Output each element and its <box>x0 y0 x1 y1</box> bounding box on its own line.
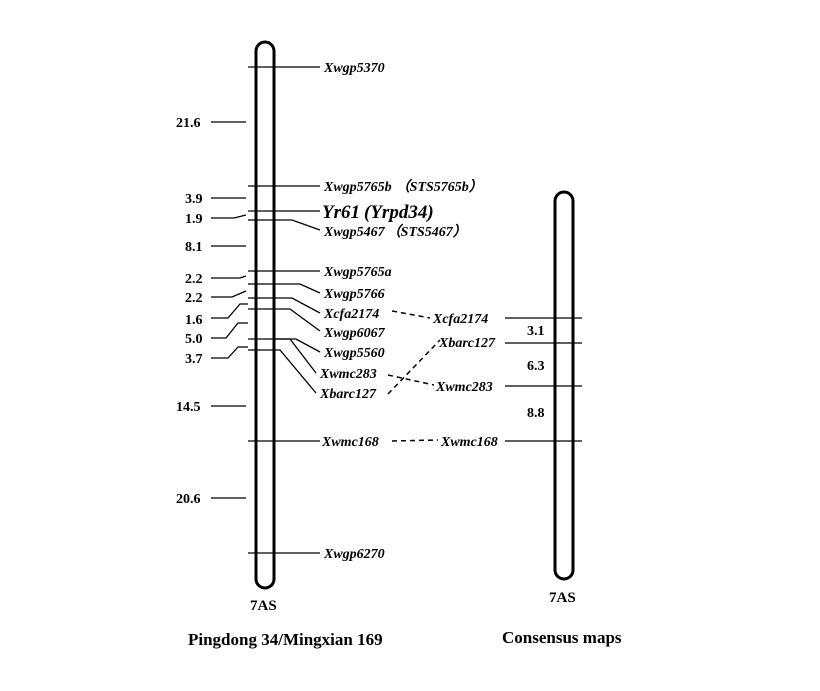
right-distance-labels: 3.1 6.3 8.8 <box>527 324 545 421</box>
marker-label: Xwgp5560 <box>323 346 385 361</box>
right-marker-labels: Xcfa2174 Xbarc127 Xwmc283 Xwmc168 <box>432 312 498 450</box>
dist-tick-1-9 <box>211 214 247 219</box>
left-marker-labels: Xwgp5370 Xwgp5765b（STS5765b） Yr61(Yrpd34… <box>319 61 483 562</box>
tick-xwgp6067 <box>248 308 321 332</box>
right-marker-ticks <box>505 317 582 442</box>
distance-label: 8.1 <box>185 240 203 255</box>
marker-label: Xwgp6067 <box>323 326 386 341</box>
distance-label: 14.5 <box>176 400 201 415</box>
marker-label: Xwgp5765a <box>323 265 392 280</box>
marker-connections <box>387 310 441 442</box>
dist-tick-2-2b <box>211 290 247 298</box>
marker-label: Xwmc168 <box>321 435 379 450</box>
distance-label: 1.9 <box>185 212 203 227</box>
connection-xcfa2174 <box>391 310 431 319</box>
marker-label: Xwgp5765b（STS5765b） <box>323 178 483 195</box>
left-chromosome-bar <box>254 40 276 590</box>
tick-xwmc283 <box>274 338 317 374</box>
marker-label: Xcfa2174 <box>323 307 379 322</box>
distance-label: 2.2 <box>185 291 203 306</box>
marker-label: Xwgp5766 <box>323 287 385 302</box>
gene-label-yr61: Yr61(Yrpd34) <box>322 202 434 223</box>
dist-tick-2-2a <box>211 275 247 279</box>
marker-label: Xbarc127 <box>438 336 496 351</box>
left-map-title: Pingdong 34/Mingxian 169 <box>188 630 383 649</box>
marker-label: Xwmc168 <box>440 435 498 450</box>
tick-xbarc127 <box>248 349 317 394</box>
marker-label: Xwgp6270 <box>323 547 385 562</box>
dist-tick-1-6 <box>211 303 248 319</box>
right-chromosome-label: 7AS <box>549 590 576 606</box>
distance-label: 1.6 <box>185 313 203 328</box>
distance-label: 3.7 <box>185 352 203 367</box>
tick-xcfa2174 <box>248 297 321 314</box>
distance-label: 3.9 <box>185 192 203 207</box>
marker-label: Xwgp5370 <box>323 61 385 76</box>
distance-label: 21.6 <box>176 116 201 131</box>
marker-label: Xcfa2174 <box>432 312 488 327</box>
connection-xwmc283 <box>387 374 435 386</box>
dist-tick-5-0 <box>211 322 248 339</box>
marker-label: Xwmc283 <box>435 380 493 395</box>
distance-label: 2.2 <box>185 272 203 287</box>
dist-tick-3-7 <box>211 346 248 359</box>
marker-label: Xwmc283 <box>319 367 377 382</box>
tick-xwgp5467 <box>248 219 321 231</box>
distance-label: 5.0 <box>185 332 203 347</box>
connection-xwmc168 <box>391 439 439 442</box>
left-chromosome-label: 7AS <box>250 598 277 614</box>
distance-label: 3.1 <box>527 324 545 339</box>
left-marker-ticks <box>248 66 321 554</box>
distance-label: 8.8 <box>527 406 545 421</box>
tick-xwgp5766 <box>248 283 321 294</box>
distance-label: 20.6 <box>176 492 201 507</box>
distance-label: 6.3 <box>527 359 545 374</box>
marker-label: Xbarc127 <box>319 387 377 402</box>
left-distance-labels: 21.6 3.9 1.9 8.1 2.2 2.2 1.6 5.0 3.7 14.… <box>176 116 203 507</box>
left-distance-ticks <box>211 121 248 499</box>
right-map-title: Consensus maps <box>502 628 622 647</box>
marker-label: Xwgp5467（STS5467） <box>323 223 467 240</box>
tick-xwgp5560 <box>248 338 321 353</box>
connection-xbarc127 <box>387 339 441 395</box>
